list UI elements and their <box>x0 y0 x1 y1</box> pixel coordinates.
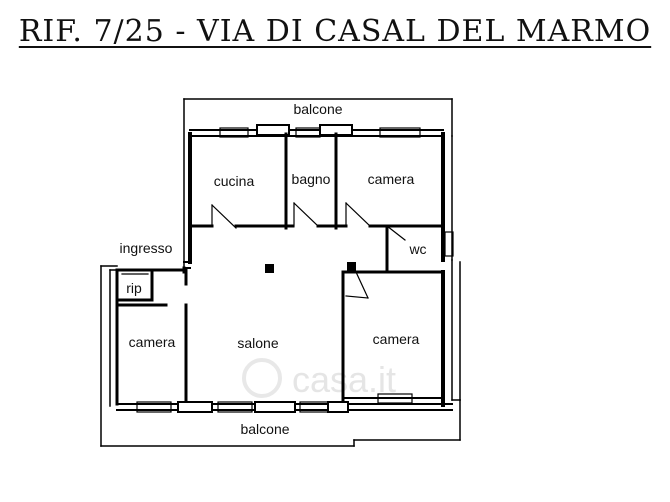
balcony-top <box>183 98 453 269</box>
label-cucina: cucina <box>214 173 255 189</box>
wall-bottom <box>116 393 453 413</box>
label-balcone-bottom: balcone <box>240 421 289 437</box>
label-bagno: bagno <box>292 171 331 187</box>
camera-right-walls <box>341 259 461 407</box>
plan-title: RIF. 7/25 - VIA DI CASAL DEL MARMO <box>18 14 652 49</box>
wc-walls <box>385 224 445 274</box>
label-camera-left: camera <box>129 334 176 350</box>
label-balcone-top: balcone <box>293 101 342 117</box>
doors-top <box>211 202 371 229</box>
column-right <box>347 262 356 271</box>
label-salone: salone <box>237 335 278 351</box>
label-ingresso: ingresso <box>120 240 173 256</box>
label-camera-right: camera <box>373 331 420 347</box>
column-left <box>265 264 274 273</box>
label-camera-top: camera <box>368 171 415 187</box>
camera-left-walls <box>115 270 188 402</box>
rip-walls <box>115 268 154 302</box>
wall-top <box>189 124 444 138</box>
watermark: casa.it <box>242 358 396 400</box>
watermark-logo-icon <box>242 358 282 398</box>
label-rip: rip <box>126 280 142 296</box>
balcony-bottom <box>100 399 461 447</box>
label-wc: wc <box>408 241 426 257</box>
